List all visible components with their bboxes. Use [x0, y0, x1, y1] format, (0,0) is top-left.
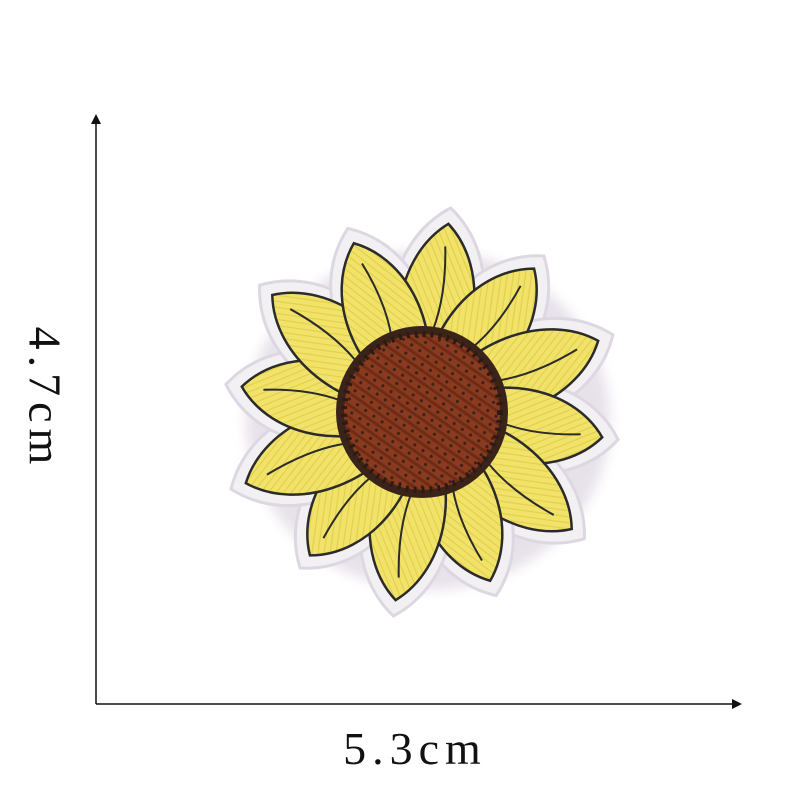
vertical-axis-arrow-icon [91, 114, 101, 124]
horizontal-axis-arrow-icon [732, 699, 742, 709]
dimension-axes [91, 114, 742, 709]
sunflower-patch [224, 206, 620, 618]
petal-vein [266, 443, 343, 476]
petal-vein [322, 475, 373, 539]
petal-vein [289, 308, 356, 361]
petal-vein [471, 285, 522, 349]
width-label: 5.3cm [343, 723, 487, 774]
petal-vein [501, 348, 578, 381]
petal-vein [488, 463, 555, 516]
petal-vein [502, 422, 581, 436]
petal-vein [432, 246, 447, 328]
height-label: 4.7cm [19, 326, 71, 471]
petal-vein [361, 262, 393, 337]
petal-vein [397, 496, 412, 578]
petal-vein [451, 487, 483, 562]
petal-vein [263, 388, 342, 402]
sunflower-center [336, 326, 508, 498]
